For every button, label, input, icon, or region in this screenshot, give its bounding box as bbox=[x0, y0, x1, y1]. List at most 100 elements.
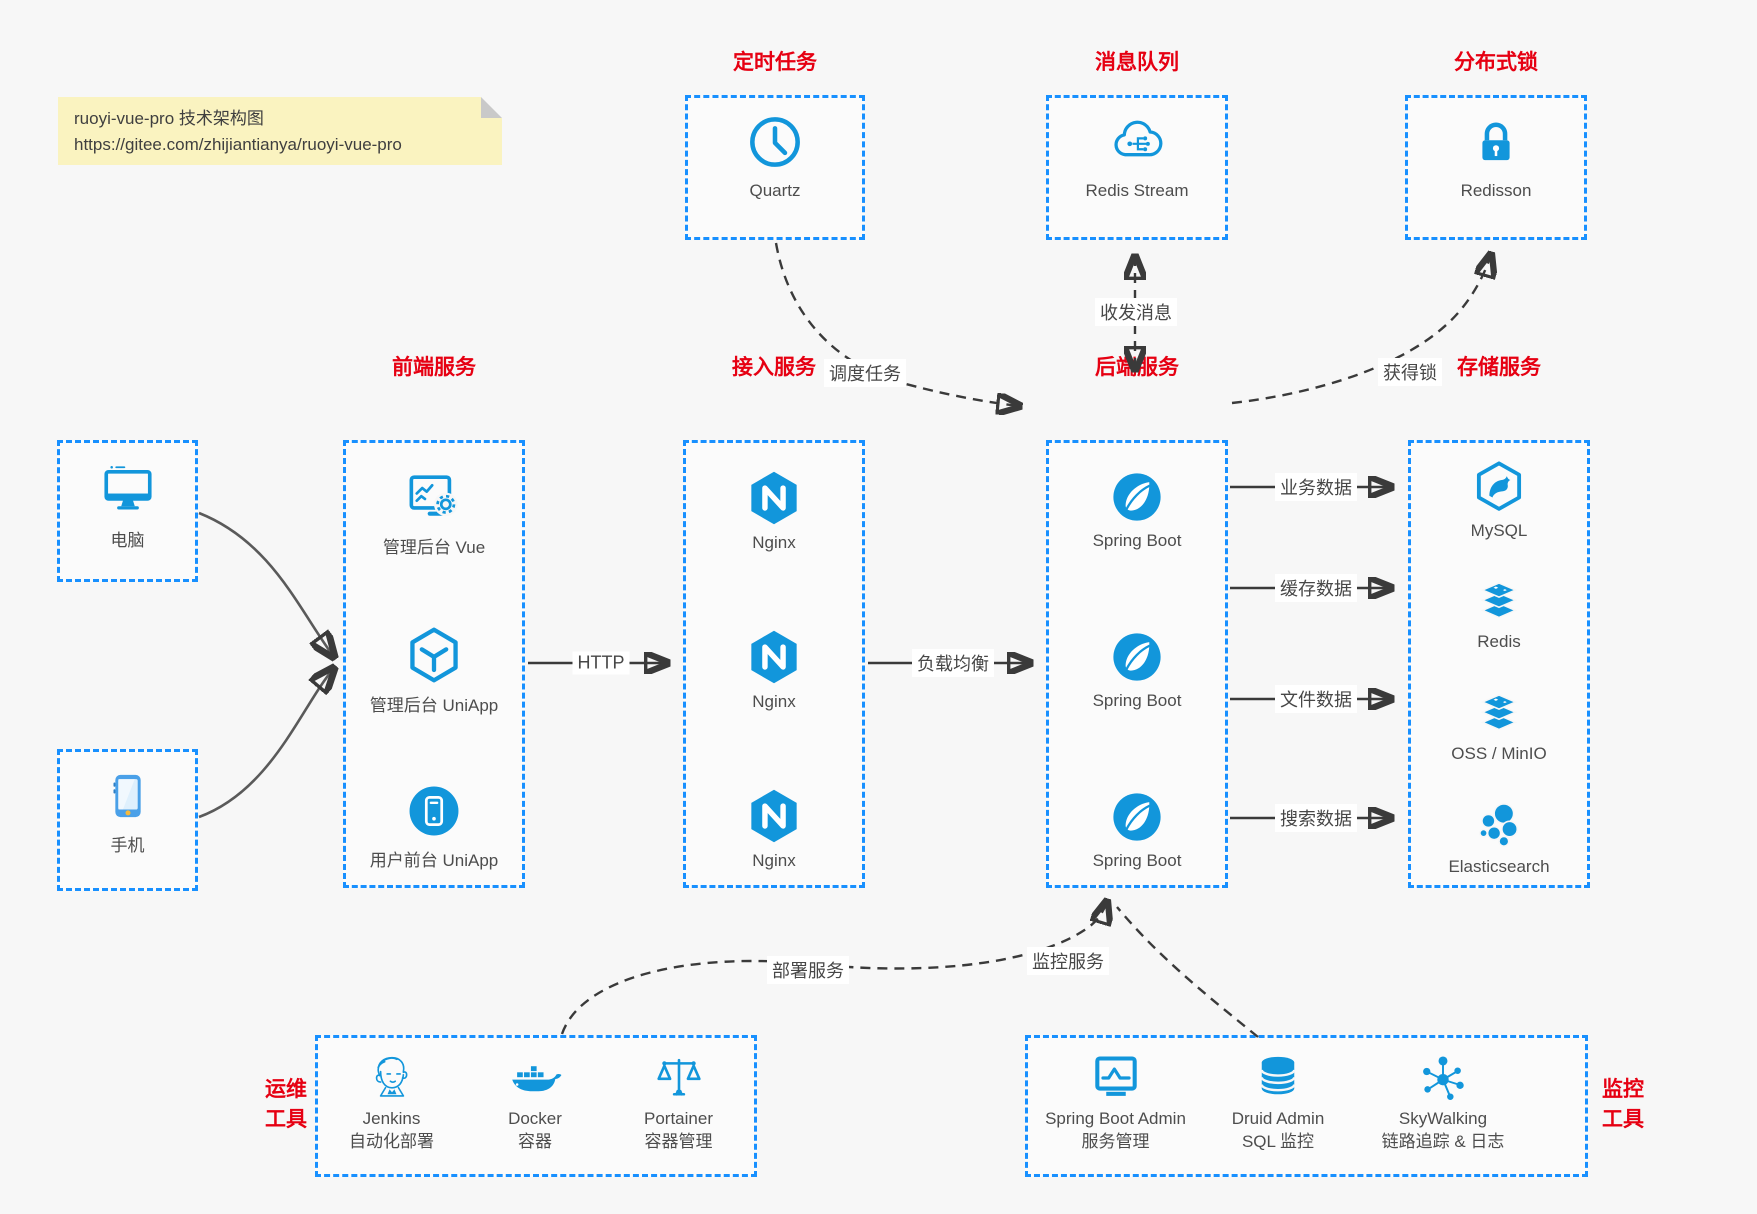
edge-label-business-data: 业务数据 bbox=[1275, 473, 1357, 501]
node-quartz: Quartz bbox=[685, 95, 865, 240]
edge-label-file-data: 文件数据 bbox=[1275, 685, 1357, 713]
docker-icon bbox=[512, 1066, 562, 1092]
heading-backend-services: 后端服务 bbox=[1095, 356, 1179, 379]
user-uniapp-icon bbox=[409, 786, 459, 836]
node-label: 手机 bbox=[110, 836, 145, 855]
heading-message-queue: 消息队列 bbox=[1095, 51, 1179, 74]
node-portainer: Portainer 容器管理 bbox=[605, 1052, 752, 1154]
node-label: SkyWalking 链路追踪 & 日志 bbox=[1382, 1108, 1505, 1154]
node-redisson: Redisson bbox=[1405, 95, 1587, 240]
node-label: Spring Boot bbox=[1092, 851, 1182, 870]
node-mysql: MySQL bbox=[1471, 459, 1527, 541]
node-redis: Redis bbox=[1472, 576, 1526, 652]
tool-desc: 容器 bbox=[517, 1131, 552, 1151]
heading-line: 工具 bbox=[265, 1108, 307, 1131]
oss-stack-icon bbox=[1480, 693, 1518, 730]
group-ops-tools: Jenkins 自动化部署 Docker 容器 bbox=[315, 1035, 757, 1177]
node-docker: Docker 容器 bbox=[465, 1052, 605, 1154]
clock-icon bbox=[750, 117, 800, 167]
redis-stack-icon bbox=[1480, 582, 1518, 619]
edge-label-load-balance: 负载均衡 bbox=[912, 649, 994, 677]
node-label: OSS / MinIO bbox=[1451, 743, 1547, 763]
node-spring-boot-3: Spring Boot bbox=[1092, 789, 1182, 871]
node-label: Nginx bbox=[752, 851, 796, 870]
node-elasticsearch: Elasticsearch bbox=[1448, 799, 1550, 877]
smartphone-icon bbox=[112, 774, 141, 818]
edge-phone-to-frontend bbox=[198, 668, 334, 819]
uniapp-cube-icon bbox=[410, 627, 458, 682]
edge-label-deploy: 部署服务 bbox=[767, 956, 849, 984]
spring-boot-admin-icon bbox=[1094, 1056, 1137, 1096]
note-title: ruoyi-vue-pro 技术架构图 bbox=[74, 109, 264, 128]
desktop-icon bbox=[103, 465, 152, 510]
nginx-icon bbox=[751, 471, 797, 525]
node-label: 用户前台 UniApp bbox=[369, 851, 499, 870]
node-label: Redis Stream bbox=[1085, 181, 1189, 200]
edge-label-cache-data: 缓存数据 bbox=[1275, 574, 1357, 602]
heading-line: 监控 bbox=[1602, 1078, 1644, 1101]
node-nginx-1: Nginx bbox=[745, 469, 803, 553]
heading-line: 工具 bbox=[1602, 1108, 1644, 1131]
heading-scheduled-tasks: 定时任务 bbox=[733, 51, 817, 74]
tool-desc: 容器管理 bbox=[644, 1131, 713, 1151]
tool-name: Portainer bbox=[644, 1109, 713, 1128]
druid-icon bbox=[1260, 1056, 1296, 1095]
spring-boot-icon bbox=[1113, 793, 1161, 841]
admin-vue-icon bbox=[409, 475, 458, 517]
tool-name: Druid Admin bbox=[1231, 1109, 1325, 1128]
node-label: Quartz bbox=[749, 181, 801, 200]
node-label: Jenkins 自动化部署 bbox=[349, 1108, 434, 1154]
tool-name: Spring Boot Admin bbox=[1045, 1109, 1186, 1128]
node-spring-boot-admin: Spring Boot Admin 服务管理 bbox=[1028, 1052, 1203, 1154]
node-label: 电脑 bbox=[110, 531, 145, 550]
edge-label-monitor: 监控服务 bbox=[1027, 947, 1109, 975]
tool-name: SkyWalking bbox=[1398, 1109, 1488, 1128]
node-admin-uniapp: 管理后台 UniApp bbox=[370, 625, 498, 716]
node-label: Druid Admin SQL 监控 bbox=[1232, 1108, 1325, 1154]
node-oss-minio: OSS / MinIO bbox=[1451, 688, 1547, 764]
tool-name: Jenkins bbox=[362, 1109, 421, 1128]
node-label: Spring Boot bbox=[1092, 531, 1182, 550]
heading-frontend-services: 前端服务 bbox=[392, 356, 476, 379]
node-computer: 电脑 bbox=[57, 440, 198, 582]
heading-line: 运维 bbox=[265, 1078, 307, 1101]
note-url: https://gitee.com/zhijiantianya/ruoyi-vu… bbox=[74, 134, 402, 154]
edge-label-lock: 获得锁 bbox=[1378, 358, 1442, 386]
tool-desc: 服务管理 bbox=[1081, 1131, 1150, 1151]
heading-distributed-lock: 分布式锁 bbox=[1454, 51, 1538, 74]
node-label: Redis bbox=[1477, 632, 1521, 652]
node-label: Elasticsearch bbox=[1448, 856, 1550, 876]
group-frontend-services: 管理后台 Vue 管理后台 UniApp 用户前台 UniApp bbox=[343, 440, 525, 888]
node-label: Spring Boot bbox=[1092, 691, 1182, 710]
node-label: Nginx bbox=[752, 692, 796, 711]
node-druid-admin: Druid Admin SQL 监控 bbox=[1203, 1052, 1353, 1154]
node-label: Nginx bbox=[752, 533, 796, 552]
node-nginx-3: Nginx bbox=[745, 787, 803, 871]
group-storage-services: MySQL Redis OSS / MinIO bbox=[1408, 440, 1590, 888]
heading-monitor-tools: 监控 工具 bbox=[1602, 1075, 1686, 1135]
jenkins-icon bbox=[375, 1056, 407, 1097]
lock-icon bbox=[1482, 122, 1510, 161]
heading-ops-tools: 运维 工具 bbox=[225, 1075, 307, 1135]
edge-monitor-service bbox=[1116, 906, 1259, 1038]
node-label: 管理后台 UniApp bbox=[369, 695, 499, 715]
group-monitor-tools: Spring Boot Admin 服务管理 Druid Admin SQL 监… bbox=[1025, 1035, 1588, 1177]
nginx-icon bbox=[751, 630, 797, 684]
spring-boot-icon bbox=[1113, 633, 1161, 681]
tool-desc: 自动化部署 bbox=[349, 1131, 434, 1151]
node-spring-boot-2: Spring Boot bbox=[1092, 629, 1182, 711]
nginx-icon bbox=[751, 789, 797, 843]
edge-computer-to-frontend bbox=[198, 511, 334, 657]
edge-label-message: 收发消息 bbox=[1095, 298, 1177, 326]
portainer-icon bbox=[656, 1058, 701, 1096]
tool-name: Docker bbox=[508, 1109, 562, 1128]
node-user-uniapp: 用户前台 UniApp bbox=[370, 782, 498, 871]
edge-label-http: HTTP bbox=[572, 651, 630, 675]
node-skywalking: SkyWalking 链路追踪 & 日志 bbox=[1353, 1052, 1533, 1154]
node-nginx-2: Nginx bbox=[745, 628, 803, 712]
node-redis-stream: Redis Stream bbox=[1046, 95, 1228, 240]
group-backend-services: Spring Boot Spring Boot Spring Boot bbox=[1046, 440, 1228, 888]
node-label: Portainer 容器管理 bbox=[644, 1108, 713, 1154]
node-label: Spring Boot Admin 服务管理 bbox=[1045, 1108, 1186, 1154]
